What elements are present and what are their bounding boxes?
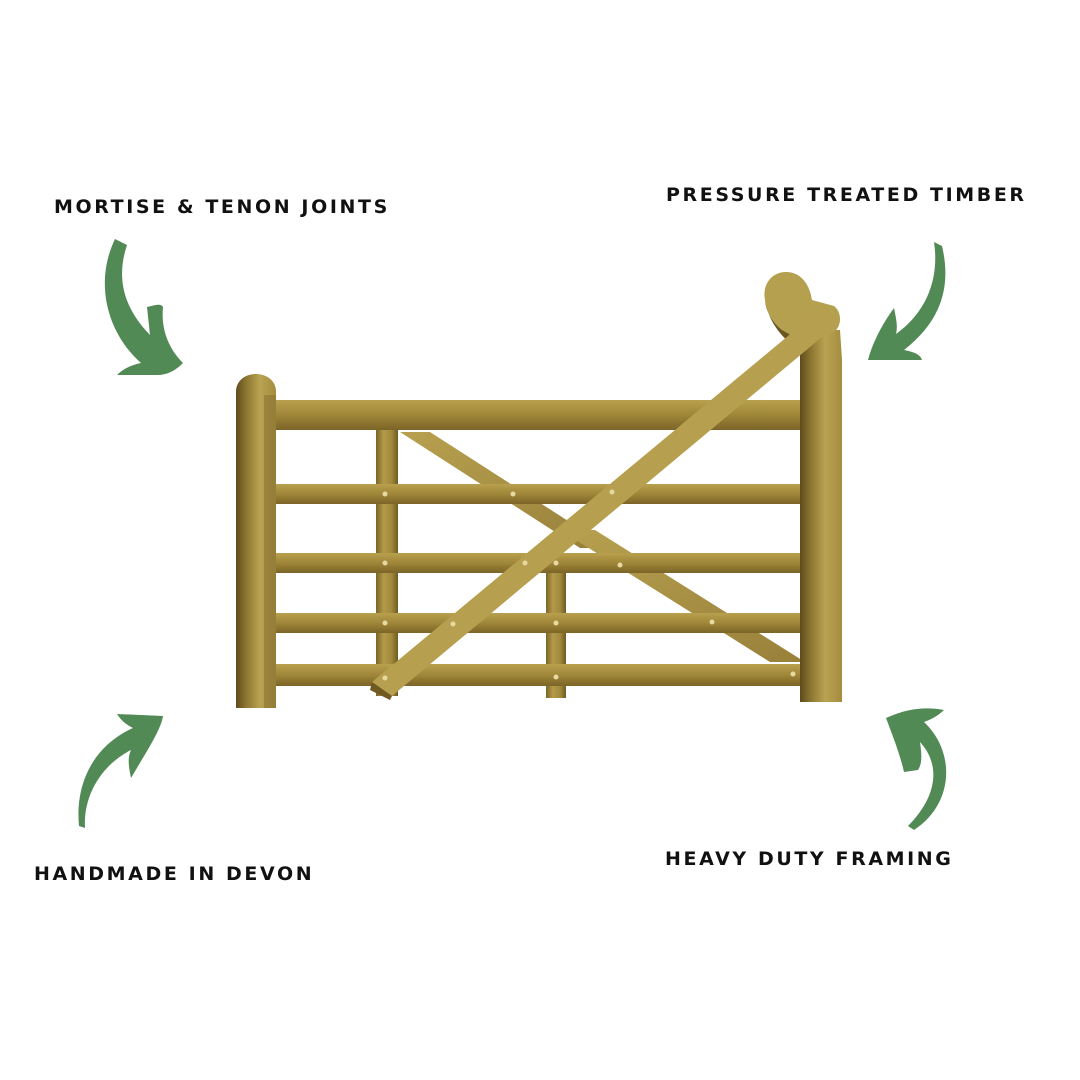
curved-arrow-down-right-icon xyxy=(104,239,183,375)
main-diagonal-brace xyxy=(370,306,840,700)
gate-rails xyxy=(270,400,808,686)
hanging-stile xyxy=(236,374,276,708)
feature-label-heavy-duty: HEAVY DUTY FRAMING xyxy=(665,848,954,870)
feature-label-mortise-tenon: MORTISE & TENON JOINTS xyxy=(54,196,390,218)
bolt-heads xyxy=(382,489,796,681)
curved-arrow-up-left-icon xyxy=(886,708,947,830)
curved-arrow-up-right-icon xyxy=(78,714,163,828)
feature-label-handmade-devon: HANDMADE IN DEVON xyxy=(34,863,315,885)
curved-arrow-down-left-icon xyxy=(868,242,946,360)
feature-label-pressure-treated: PRESSURE TREATED TIMBER xyxy=(666,184,1027,206)
